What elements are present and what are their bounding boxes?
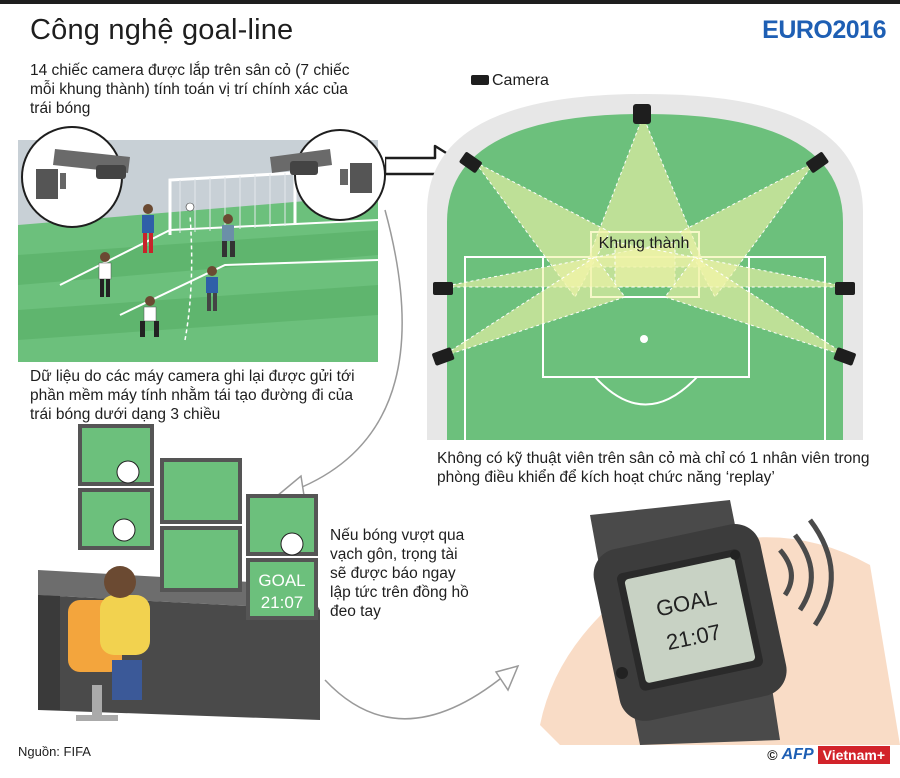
camera-callout-left [21,126,130,228]
goal-area-label: Khung thành [599,235,690,252]
camera-beams [440,114,850,358]
control-room: GOAL 21:07 [38,424,320,721]
monitor-time-text: 21:07 [261,593,304,612]
camera-callout-right [270,129,386,221]
referee-watch: GOAL 21:07 [540,500,900,745]
euro2016-logo: EURO2016 [762,16,886,44]
player-figures [98,204,235,337]
monitor-wall [78,424,318,620]
data-sent-caption: Dữ liệu do các máy camera ghi lại được g… [30,368,355,423]
source-note: Nguồn: FIFA [18,744,91,759]
top-rule [0,0,900,4]
goal-alert-caption: Nếu bóng vượt qua vạch gôn, trọng tài sẽ… [330,527,469,620]
afp-logo: AFP [781,746,814,763]
staff-caption: Không có kỹ thuật viên trên sân cỏ mà ch… [437,450,870,486]
vibration-icon [778,518,834,627]
arrow-to-watch [321,664,520,724]
stadium-scene [18,126,386,362]
camera-legend-icon [471,75,489,85]
field-diagram: Khung thành [427,94,863,442]
page-title: Công nghệ goal-line [30,14,294,46]
vietnamplus-logo: Vietnam+ [817,746,890,764]
camera-markers [432,104,856,366]
monitor-goal-text: GOAL [258,571,305,590]
copyright-symbol: © [767,747,778,763]
intro-caption: 14 chiếc camera được lắp trên sân cỏ (7 … [30,62,350,117]
credit-bar: © AFP Vietnam+ [767,746,890,764]
operator-figure [68,566,150,721]
camera-legend-label: Camera [492,72,549,89]
